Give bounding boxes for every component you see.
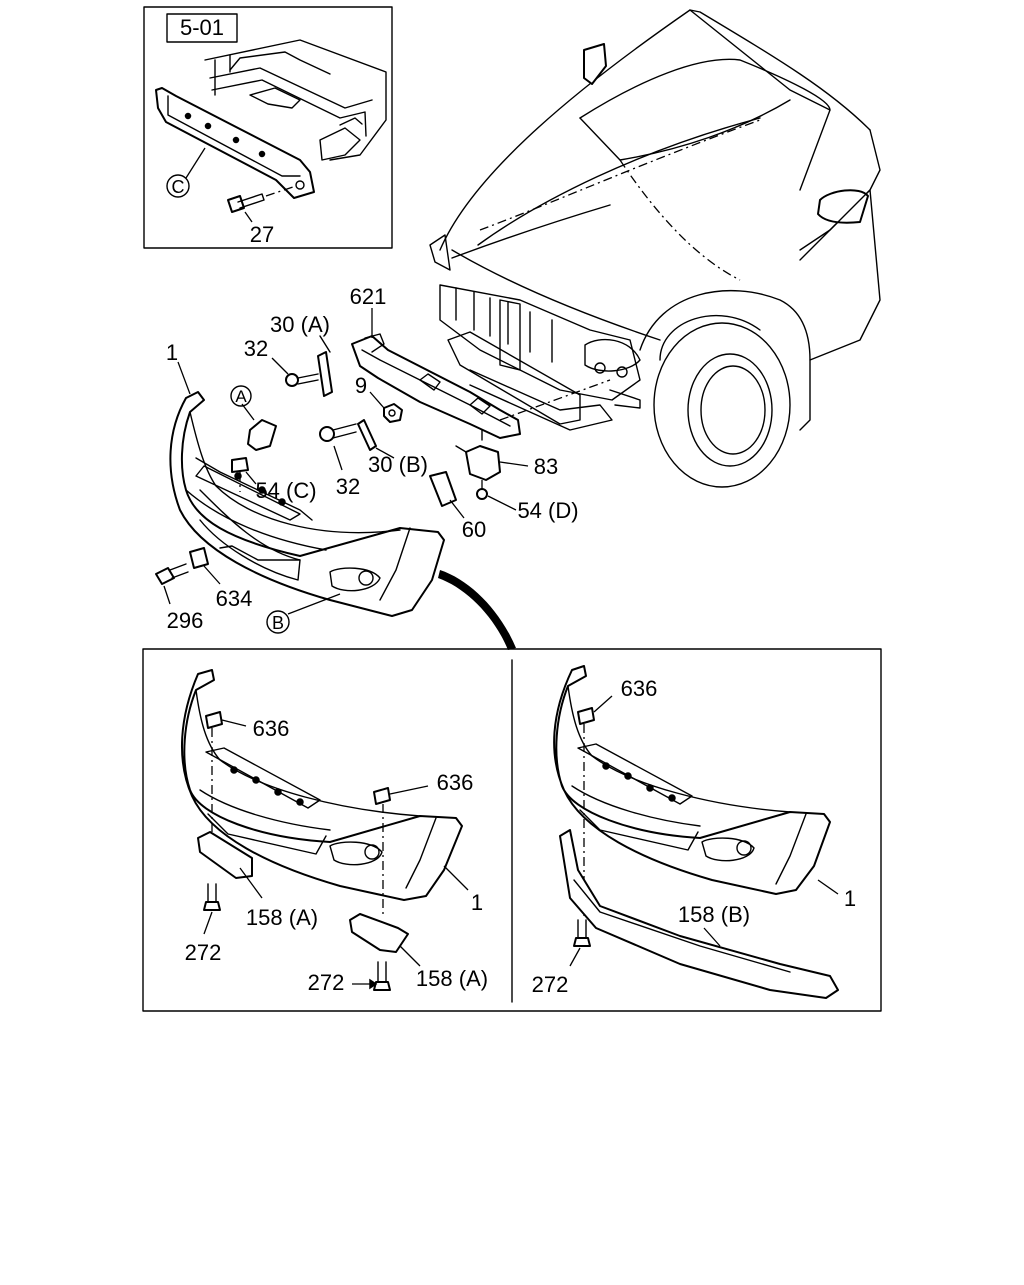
label-158a-right: 158 (A) (416, 966, 488, 991)
vehicle-front (429, 9, 881, 488)
ref-box-label: 5-01 (180, 15, 224, 40)
corner-158a-left (197, 831, 253, 879)
label-158a-left: 158 (A) (246, 905, 318, 930)
clip-54c (231, 457, 257, 492)
detail-right-bumper (553, 665, 839, 999)
clip-634 (189, 547, 221, 585)
frame-inset: 5-01 27 (143, 6, 393, 249)
callout-b (266, 610, 290, 634)
label-272-left-b: 272 (308, 970, 345, 995)
nut-9 (383, 403, 403, 423)
clip-54d (476, 480, 517, 511)
clip-636-left (205, 711, 223, 729)
bolt-27 (227, 185, 297, 213)
screw-272-detail-right (569, 919, 591, 967)
screw-272-right (352, 961, 391, 991)
bumper-reinforcement (155, 87, 315, 199)
front-bumper-main (169, 391, 445, 617)
label-636-left-b: 636 (437, 770, 474, 795)
callout-b-letter: B (272, 613, 284, 633)
label-636-left-a: 636 (253, 716, 290, 741)
bracket-30b (357, 419, 395, 459)
detail-box-border (142, 648, 882, 1012)
screw-272-left (203, 883, 221, 935)
clip-636-detail-right (577, 707, 595, 725)
pad-60 (429, 471, 465, 519)
chassis-frame (204, 39, 387, 161)
label-32-lower: 32 (336, 474, 360, 499)
label-54d: 54 (D) (517, 498, 578, 523)
label-9: 9 (355, 373, 367, 398)
callout-c (166, 174, 190, 198)
callout-c-letter: C (172, 177, 185, 197)
clip-636-right (373, 787, 391, 805)
label-621: 621 (350, 284, 387, 309)
corner-158a-right (349, 913, 409, 953)
callout-a-letter: A (235, 387, 247, 406)
frame-inset-border (143, 6, 393, 249)
ref-box (166, 13, 238, 43)
label-636-right: 636 (621, 676, 658, 701)
bracket-a (241, 403, 277, 451)
detail-arrow (438, 570, 516, 650)
detail-left-bumper (180, 669, 469, 991)
bracket-30a (317, 335, 333, 397)
label-1-right: 1 (844, 886, 856, 911)
label-30a: 30 (A) (270, 312, 330, 337)
label-296: 296 (167, 608, 204, 633)
label-83: 83 (534, 454, 558, 479)
label-27: 27 (250, 222, 274, 247)
hood-outline (439, 9, 871, 251)
label-54c: 54 (C) (255, 478, 316, 503)
bolt-296 (155, 563, 189, 605)
mirror-left (583, 43, 607, 85)
label-634: 634 (216, 586, 253, 611)
label-158b: 158 (B) (678, 902, 750, 927)
label-60: 60 (462, 517, 486, 542)
bolt-32-upper (285, 373, 319, 387)
bracket-83 (455, 429, 529, 481)
label-30b: 30 (B) (368, 452, 428, 477)
lip-spoiler-158b (559, 829, 839, 999)
part-621-bumper-beam (351, 308, 611, 439)
label-32-upper: 32 (244, 336, 268, 361)
label-272-right: 272 (532, 972, 569, 997)
mirror-right (817, 189, 869, 224)
front-tire (653, 322, 791, 488)
label-1-left: 1 (471, 890, 483, 915)
label-1-main: 1 (166, 340, 178, 365)
callout-a (230, 385, 252, 407)
bolt-32-lower (319, 423, 357, 471)
label-272-left: 272 (185, 940, 222, 965)
